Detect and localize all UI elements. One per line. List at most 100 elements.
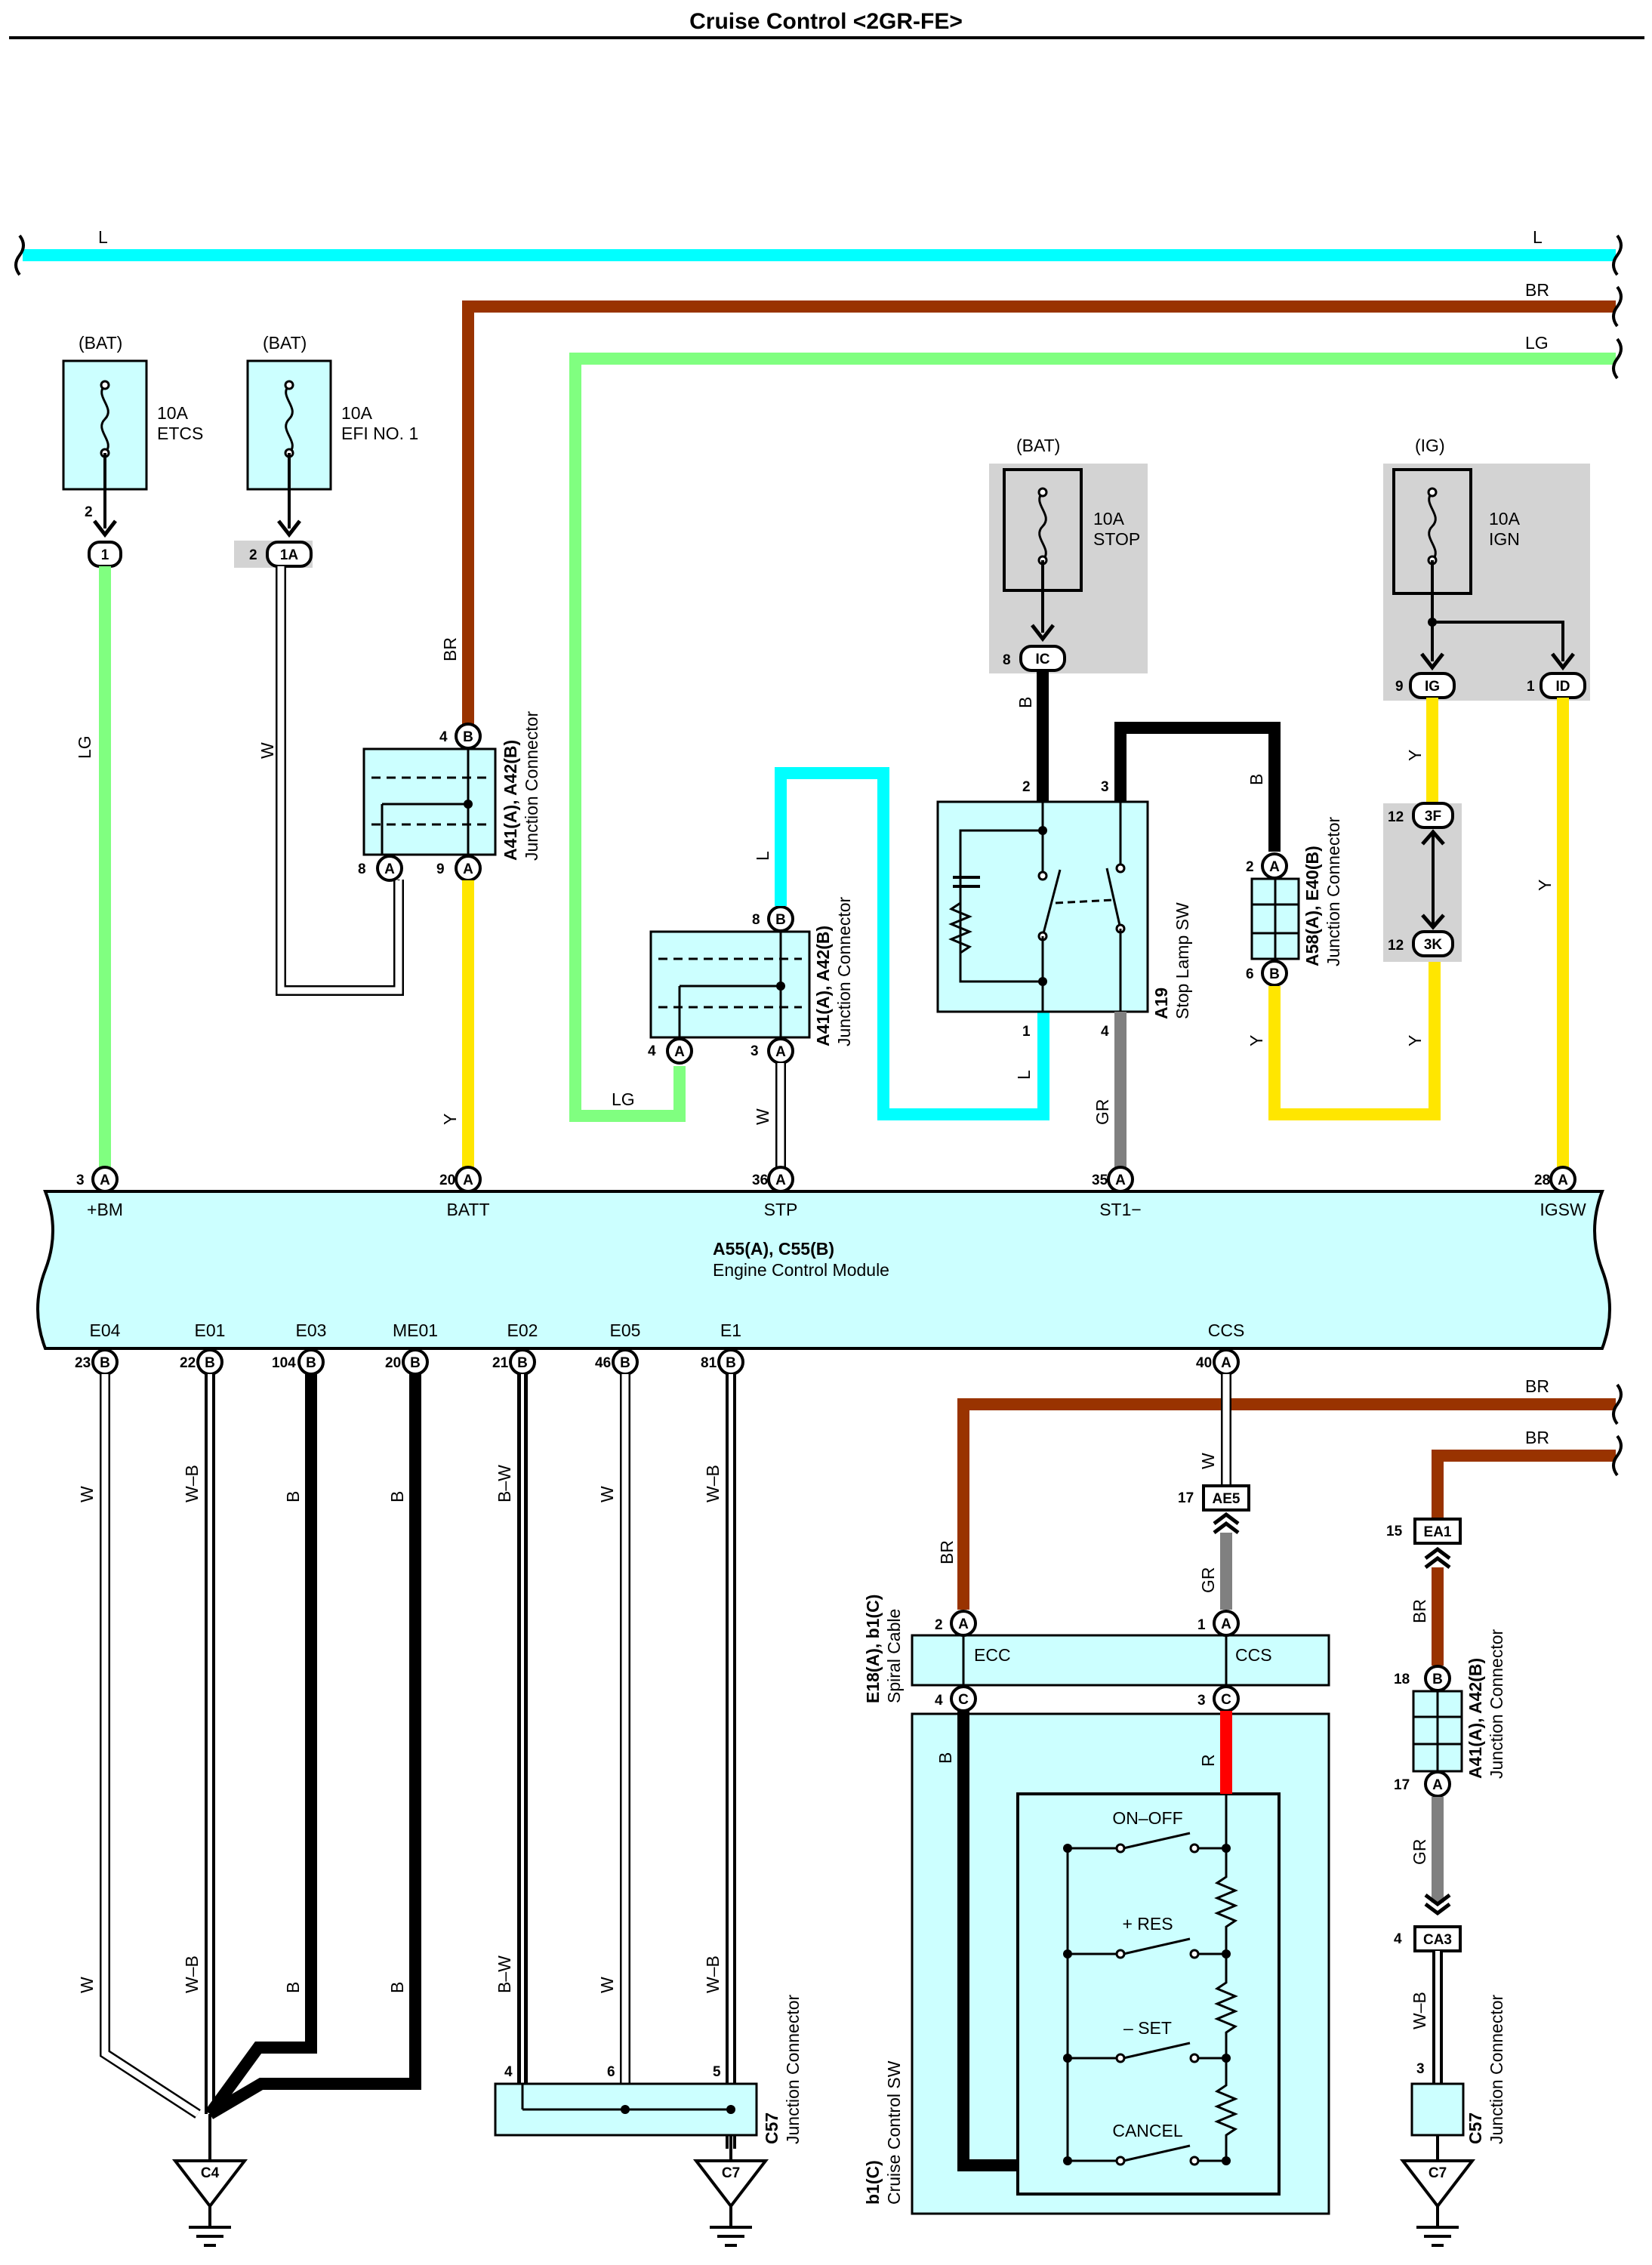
bus-wires: L L BR LG: [14, 227, 1623, 1122]
spiral-cable: ECC CCS 2 A 1 A 4 C 3 C E18(A), b1(C) Sp…: [863, 1595, 1330, 1712]
svg-text:46: 46: [595, 1355, 611, 1371]
wire-label-efi-w: W: [257, 742, 277, 759]
cc-sw-inner: [1016, 1792, 1281, 2196]
wire-label-lg-bottom: LG: [612, 1089, 635, 1109]
wire-lg-bus: [569, 353, 1616, 1122]
svg-text:1A: 1A: [280, 547, 299, 563]
fuse-ign-name: IGN: [1489, 529, 1520, 549]
svg-text:ID: ID: [1556, 679, 1570, 695]
right-chain: 15 EA1 BR 18 B 17 A A41(A), A42(B) Junct…: [1386, 1518, 1506, 2247]
ecm-top-pin-name: ST1−: [1099, 1200, 1142, 1219]
fuse-stop-rating: 10A: [1093, 509, 1125, 528]
svg-text:17: 17: [1394, 1777, 1410, 1793]
jc2-pin-top: [767, 905, 794, 932]
fuse-ign: (IG) 10A IGN 9 IG 1 ID: [1383, 436, 1590, 701]
svg-text:B: B: [1432, 1672, 1443, 1687]
fuse-etcs: (BAT) 10A ETCS 2 1 LG: [62, 333, 203, 1178]
svg-text:A: A: [100, 1173, 110, 1188]
svg-text:3F: 3F: [1425, 809, 1441, 824]
ecm-top-pin-name: BATT: [446, 1200, 489, 1219]
svg-text:A: A: [1221, 1355, 1231, 1371]
ground-c4-symbol: [171, 2159, 248, 2209]
ae5-box: [1202, 1484, 1250, 1512]
stop-sw-label: A19: [1151, 988, 1171, 1019]
ecm-box: [36, 1190, 1611, 1350]
jc1-pin-top: [455, 723, 482, 750]
wire-label-gr-cc: GR: [1198, 1567, 1218, 1594]
rc-jc-desc: Junction Connector: [1487, 1629, 1506, 1779]
fuse-etcs-arrow: [93, 519, 117, 538]
fuse-ign-rating: 10A: [1489, 509, 1521, 528]
ig-conn-top: [1412, 802, 1454, 829]
ea1-box: [1413, 1518, 1462, 1545]
spiral-box: [911, 1634, 1330, 1687]
jc2-desc: Junction Connector: [834, 896, 854, 1046]
ecm-bottom-pin-name: CCS: [1208, 1320, 1245, 1340]
wire-label-l-left: L: [98, 227, 108, 247]
stop-lamp-switch: 2 3 1 4 A19 Stop Lamp SW: [936, 779, 1192, 1040]
rc-c57-desc: Junction Connector: [1487, 1994, 1506, 2144]
svg-text:4: 4: [439, 729, 448, 745]
svg-text:B: B: [205, 1355, 215, 1371]
ig-conn-bot: [1412, 930, 1454, 957]
svg-text:A: A: [1115, 1173, 1126, 1188]
wire-label-stp-w: W: [753, 1108, 772, 1125]
bottom-wire-label: W: [597, 1486, 617, 1502]
jc2-pin-bl: [666, 1037, 693, 1065]
ecm-top-pin-name: IGSW: [1540, 1200, 1586, 1219]
break-mark-right-2: [1612, 285, 1623, 328]
cc-switch: CANCEL: [1063, 2121, 1231, 2166]
fuse-etcs-rating: 10A: [157, 403, 189, 423]
svg-text:20: 20: [385, 1355, 401, 1371]
svg-text:B: B: [100, 1355, 110, 1371]
svg-text:2: 2: [1022, 779, 1031, 795]
svg-text:28: 28: [1534, 1173, 1550, 1188]
cc-switch: – SET: [1063, 2018, 1231, 2063]
wire-label-b-stop: B: [1016, 697, 1035, 708]
fuse-etcs-name: ETCS: [157, 424, 203, 443]
svg-text:1: 1: [1022, 1024, 1031, 1040]
cc-sw-desc: Cruise Control SW: [884, 2060, 904, 2205]
svg-text:8: 8: [752, 912, 760, 928]
wire-cc-b: [957, 1711, 1018, 2171]
wire-br-lower: [957, 1398, 1616, 1610]
svg-text:3: 3: [1101, 779, 1109, 795]
diagram-title: Cruise Control <2GR-FE>: [689, 9, 963, 34]
spiral-label: E18(A), b1(C): [863, 1595, 883, 1703]
svg-text:B: B: [775, 912, 786, 928]
wire-label-y-ig1: Y: [1405, 750, 1425, 761]
svg-text:1: 1: [1197, 1617, 1206, 1633]
cc-switch-label: – SET: [1123, 2018, 1172, 2038]
svg-text:104: 104: [272, 1355, 296, 1371]
jc3-pin-bot: [1261, 960, 1288, 987]
jc1-box: [362, 747, 497, 856]
wire-br-lower2: [1432, 1450, 1616, 1518]
spiral-ccs: CCS: [1235, 1645, 1272, 1665]
svg-text:AE5: AE5: [1213, 1491, 1241, 1507]
wire-label-br-lower: BR: [1525, 1376, 1549, 1396]
cc-switch: + RES: [1063, 1914, 1231, 1959]
bottom-wire-label: W: [77, 1486, 97, 1502]
cc-sw-label: b1(C): [863, 2160, 883, 2205]
wire-label-br-cc: BR: [937, 1540, 957, 1564]
svg-text:C7: C7: [722, 2165, 740, 2181]
fuse-stop-source: (BAT): [1016, 436, 1060, 455]
fuse-stop-name: STOP: [1093, 529, 1140, 549]
svg-text:22: 22: [180, 1355, 196, 1371]
wire-label-cc-r: R: [1198, 1754, 1218, 1767]
svg-text:3: 3: [76, 1173, 85, 1188]
ecm-bottom-pin-name: E1: [720, 1320, 741, 1340]
svg-text:A: A: [463, 1173, 473, 1188]
svg-text:B: B: [1269, 966, 1280, 982]
wire-label-lg-top: LG: [1525, 333, 1549, 353]
